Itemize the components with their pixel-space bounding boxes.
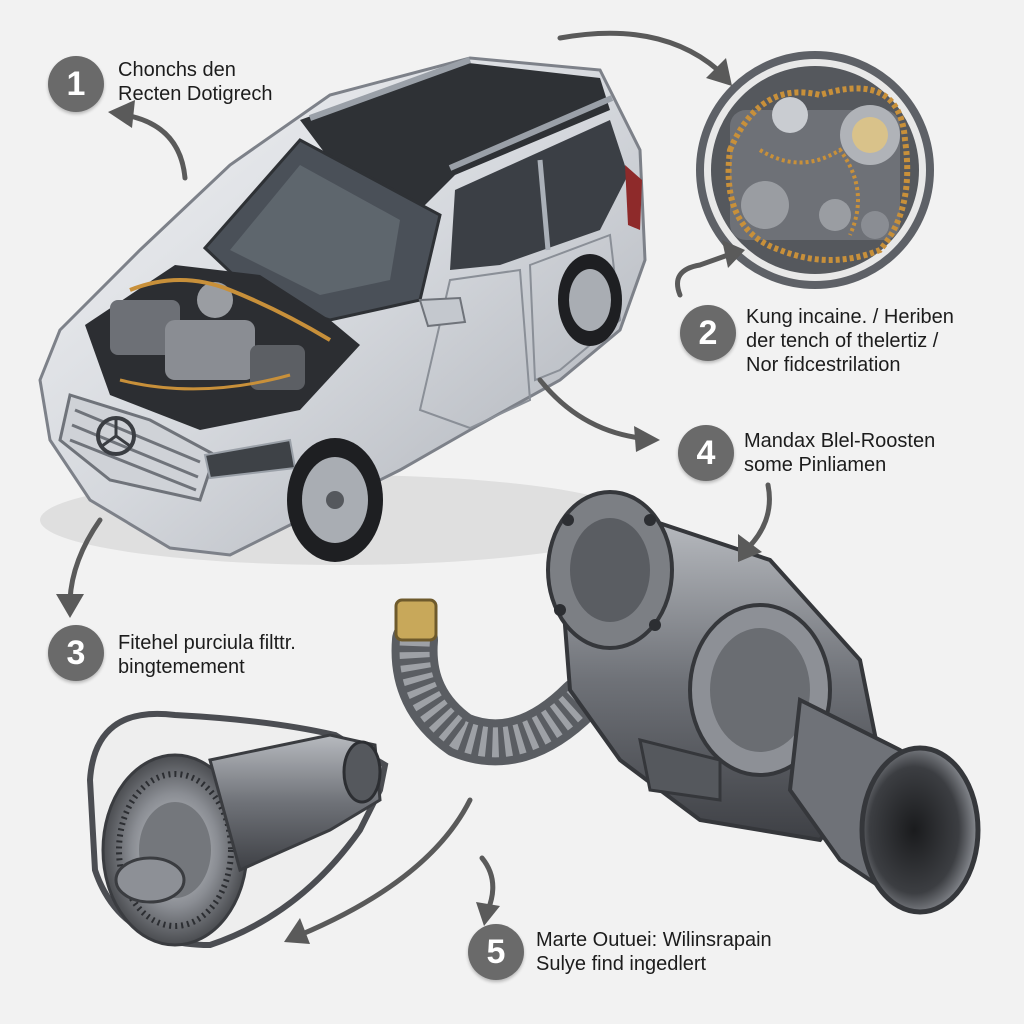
callout-text-line: Chonchs den: [118, 59, 236, 81]
step-number-badge: 4: [678, 425, 734, 481]
step-number-badge: 1: [48, 56, 104, 112]
callout-text-line: some Pinliamen: [744, 454, 887, 476]
callout-text-line: der tench of thelertiz /: [746, 330, 939, 352]
callout-text-line: Marte Outuei: Wilinsrapain: [536, 929, 772, 951]
callout-text-line: Kung incaine. / Heriben: [746, 306, 954, 328]
callout-1: 1 Chonchs den Recten Dotigrech: [48, 56, 273, 112]
callout-text-line: Recten Dotigrech: [118, 83, 273, 105]
arrow-5: [284, 797, 473, 944]
callout-text-line: Nor fidcestrilation: [746, 354, 901, 376]
step-number-badge: 3: [48, 625, 104, 681]
callout-4: 4 Mandax Blel-Roosten some Pinliamen: [678, 425, 935, 481]
arrow-4: [537, 377, 660, 452]
arrow-5-short: [476, 855, 500, 926]
arrow-2: [675, 240, 745, 298]
arrow-4-down: [738, 482, 772, 562]
engine-chain-detail: [696, 51, 934, 289]
callout-text-line: Sulye find ingedlert: [536, 953, 707, 975]
arrow-3: [56, 517, 103, 618]
step-number-badge: 5: [468, 924, 524, 980]
callout-5: 5 Marte Outuei: Wilinsrapain Sulye find …: [468, 924, 772, 980]
arrow-1: [108, 100, 188, 181]
turbocharger-illustration: [391, 490, 981, 915]
callout-3: 3 Fitehel purciula filttr. bingtemement: [48, 625, 296, 681]
step-number-badge: 2: [680, 305, 736, 361]
arrow-top-detail: [557, 30, 732, 86]
car-illustration: [38, 56, 647, 565]
callout-2: 2 Kung incaine. / Heriben der tench of t…: [680, 305, 954, 377]
clutch-assembly-detail: [86, 710, 389, 949]
callout-text-line: Fitehel purciula filttr.: [118, 632, 296, 654]
callout-text-line: Mandax Blel-Roosten: [744, 430, 936, 452]
callout-text-line: bingtemement: [118, 656, 245, 678]
